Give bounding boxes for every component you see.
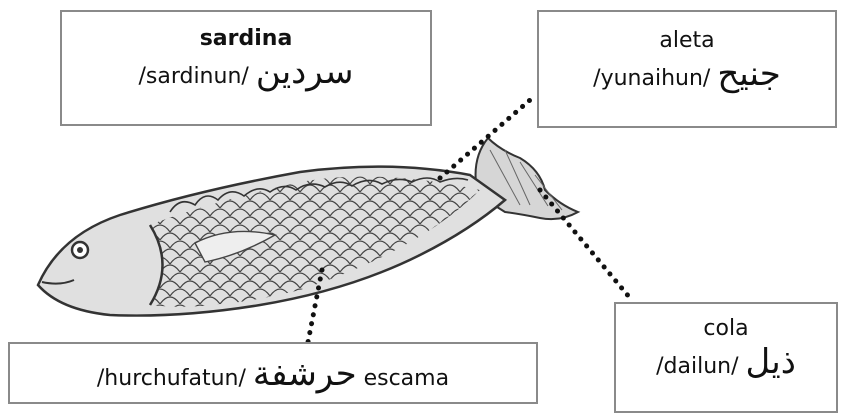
label-sardina-arabic: سردين (256, 52, 354, 92)
label-escama-arabic: حرشفة (253, 354, 357, 394)
label-aleta-arabic: جنيح (717, 54, 780, 94)
label-cola: cola ذيل /dailun/ (614, 302, 838, 413)
label-sardina: sardina سردين /sardinun/ (60, 10, 432, 126)
label-escama-spanish: escama (364, 366, 450, 391)
label-cola-arabic: ذيل (746, 342, 796, 382)
label-aleta-spanish: aleta (539, 28, 835, 54)
label-escama: /hurchufatun/ حرشفة escama (8, 342, 538, 404)
label-escama-transliteration: /hurchufatun/ (97, 366, 246, 391)
label-sardina-transliteration: /sardinun/ (138, 64, 248, 89)
label-cola-transliteration: /dailun/ (656, 354, 738, 379)
label-cola-spanish: cola (616, 316, 836, 342)
label-aleta: aleta جنيح /yunaihun/ (537, 10, 837, 128)
label-sardina-spanish: sardina (62, 26, 430, 52)
label-aleta-transliteration: /yunaihun/ (593, 66, 710, 91)
